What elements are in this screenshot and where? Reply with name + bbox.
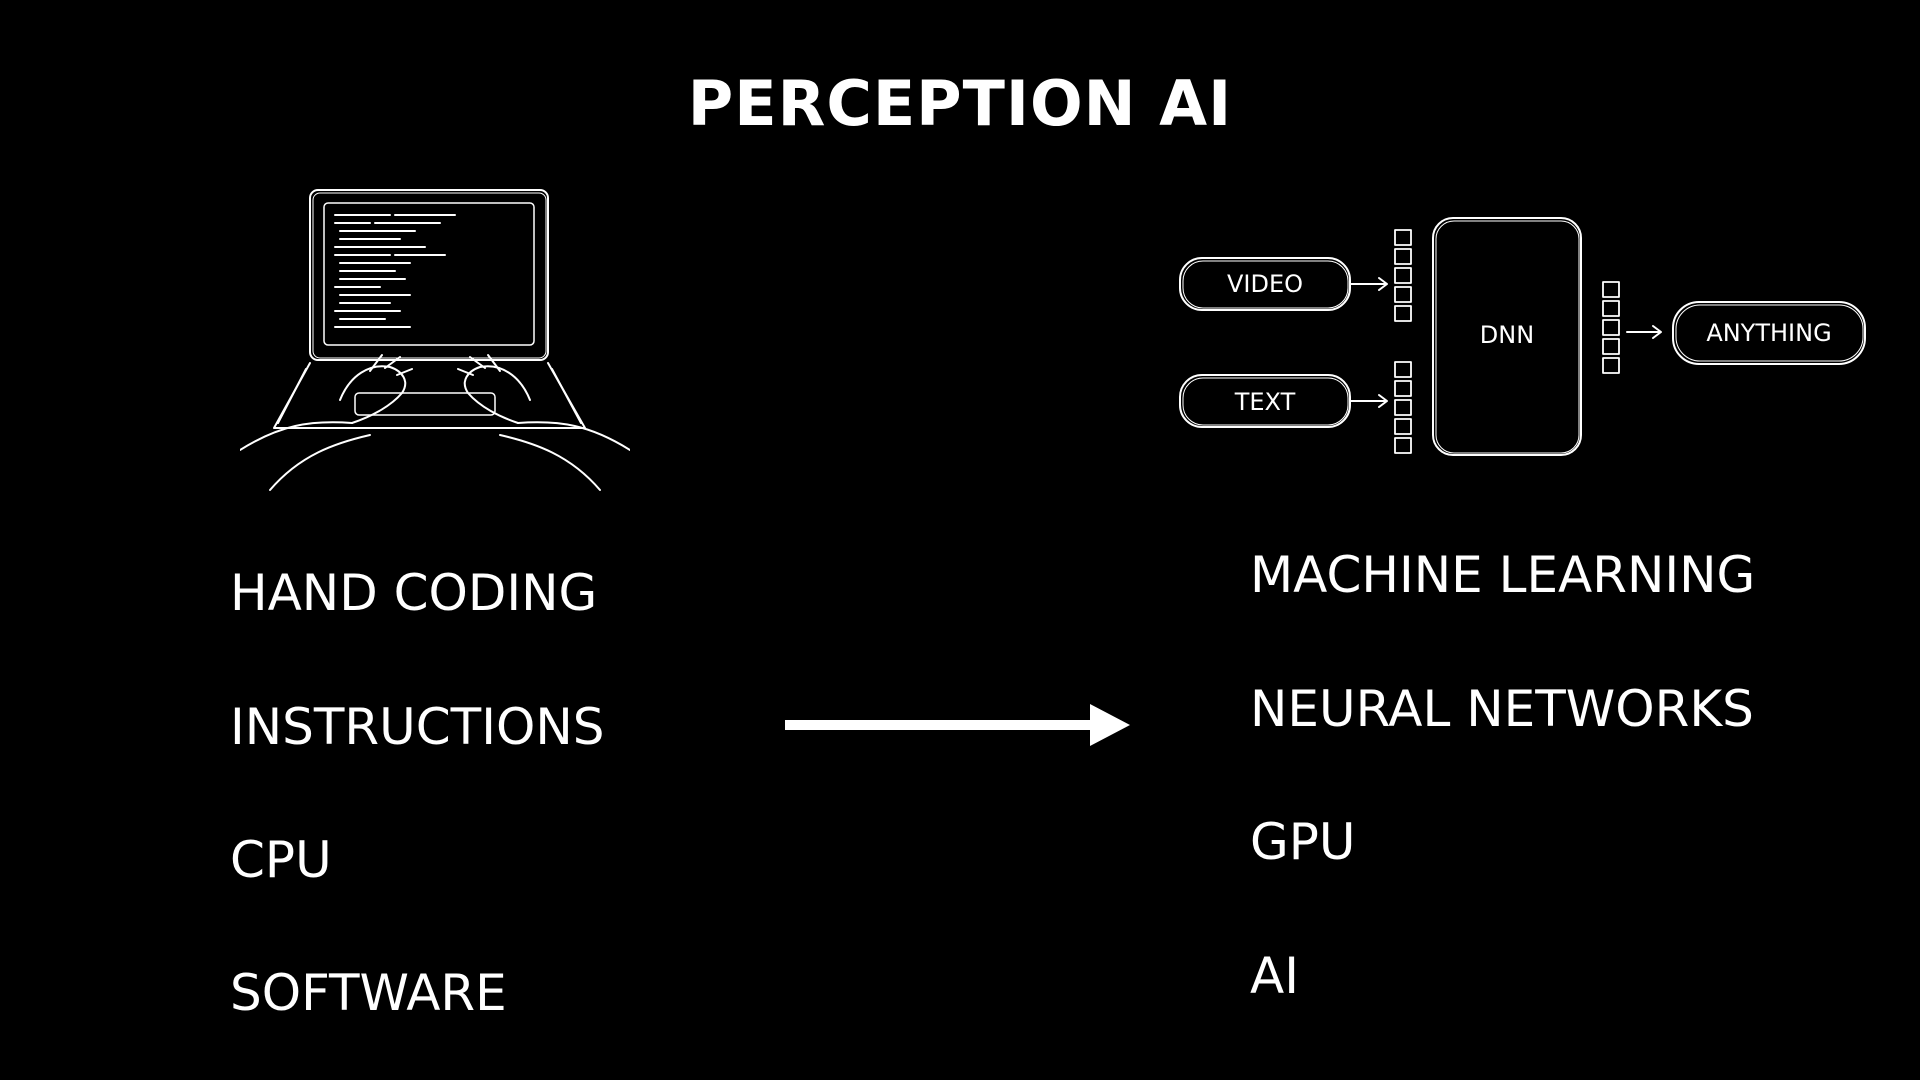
slide-title: PERCEPTION AI	[687, 67, 1233, 140]
input-label-video: VIDEO	[1227, 270, 1303, 298]
right-item-ai: AI	[1250, 947, 1299, 1005]
right-item-machine-learning: MACHINE LEARNING	[1250, 546, 1756, 604]
left-item-hand-coding: HAND CODING	[230, 564, 598, 622]
left-item-software: SOFTWARE	[230, 964, 507, 1022]
right-item-gpu: GPU	[1250, 813, 1356, 871]
dnn-diagram: VIDEO TEXT DNN	[1179, 217, 1866, 456]
model-label-dnn: DNN	[1480, 321, 1534, 349]
dnn-box	[1432, 217, 1582, 456]
right-item-neural-networks: NEURAL NETWORKS	[1250, 680, 1754, 738]
input-label-text: TEXT	[1234, 388, 1296, 416]
left-item-cpu: CPU	[230, 831, 332, 889]
output-label-anything: ANYTHING	[1706, 319, 1831, 347]
left-item-instructions: INSTRUCTIONS	[230, 698, 605, 756]
output-box	[1672, 301, 1866, 365]
laptop-typing-sketch-icon	[240, 189, 630, 491]
right-arrow-icon	[785, 704, 1130, 746]
